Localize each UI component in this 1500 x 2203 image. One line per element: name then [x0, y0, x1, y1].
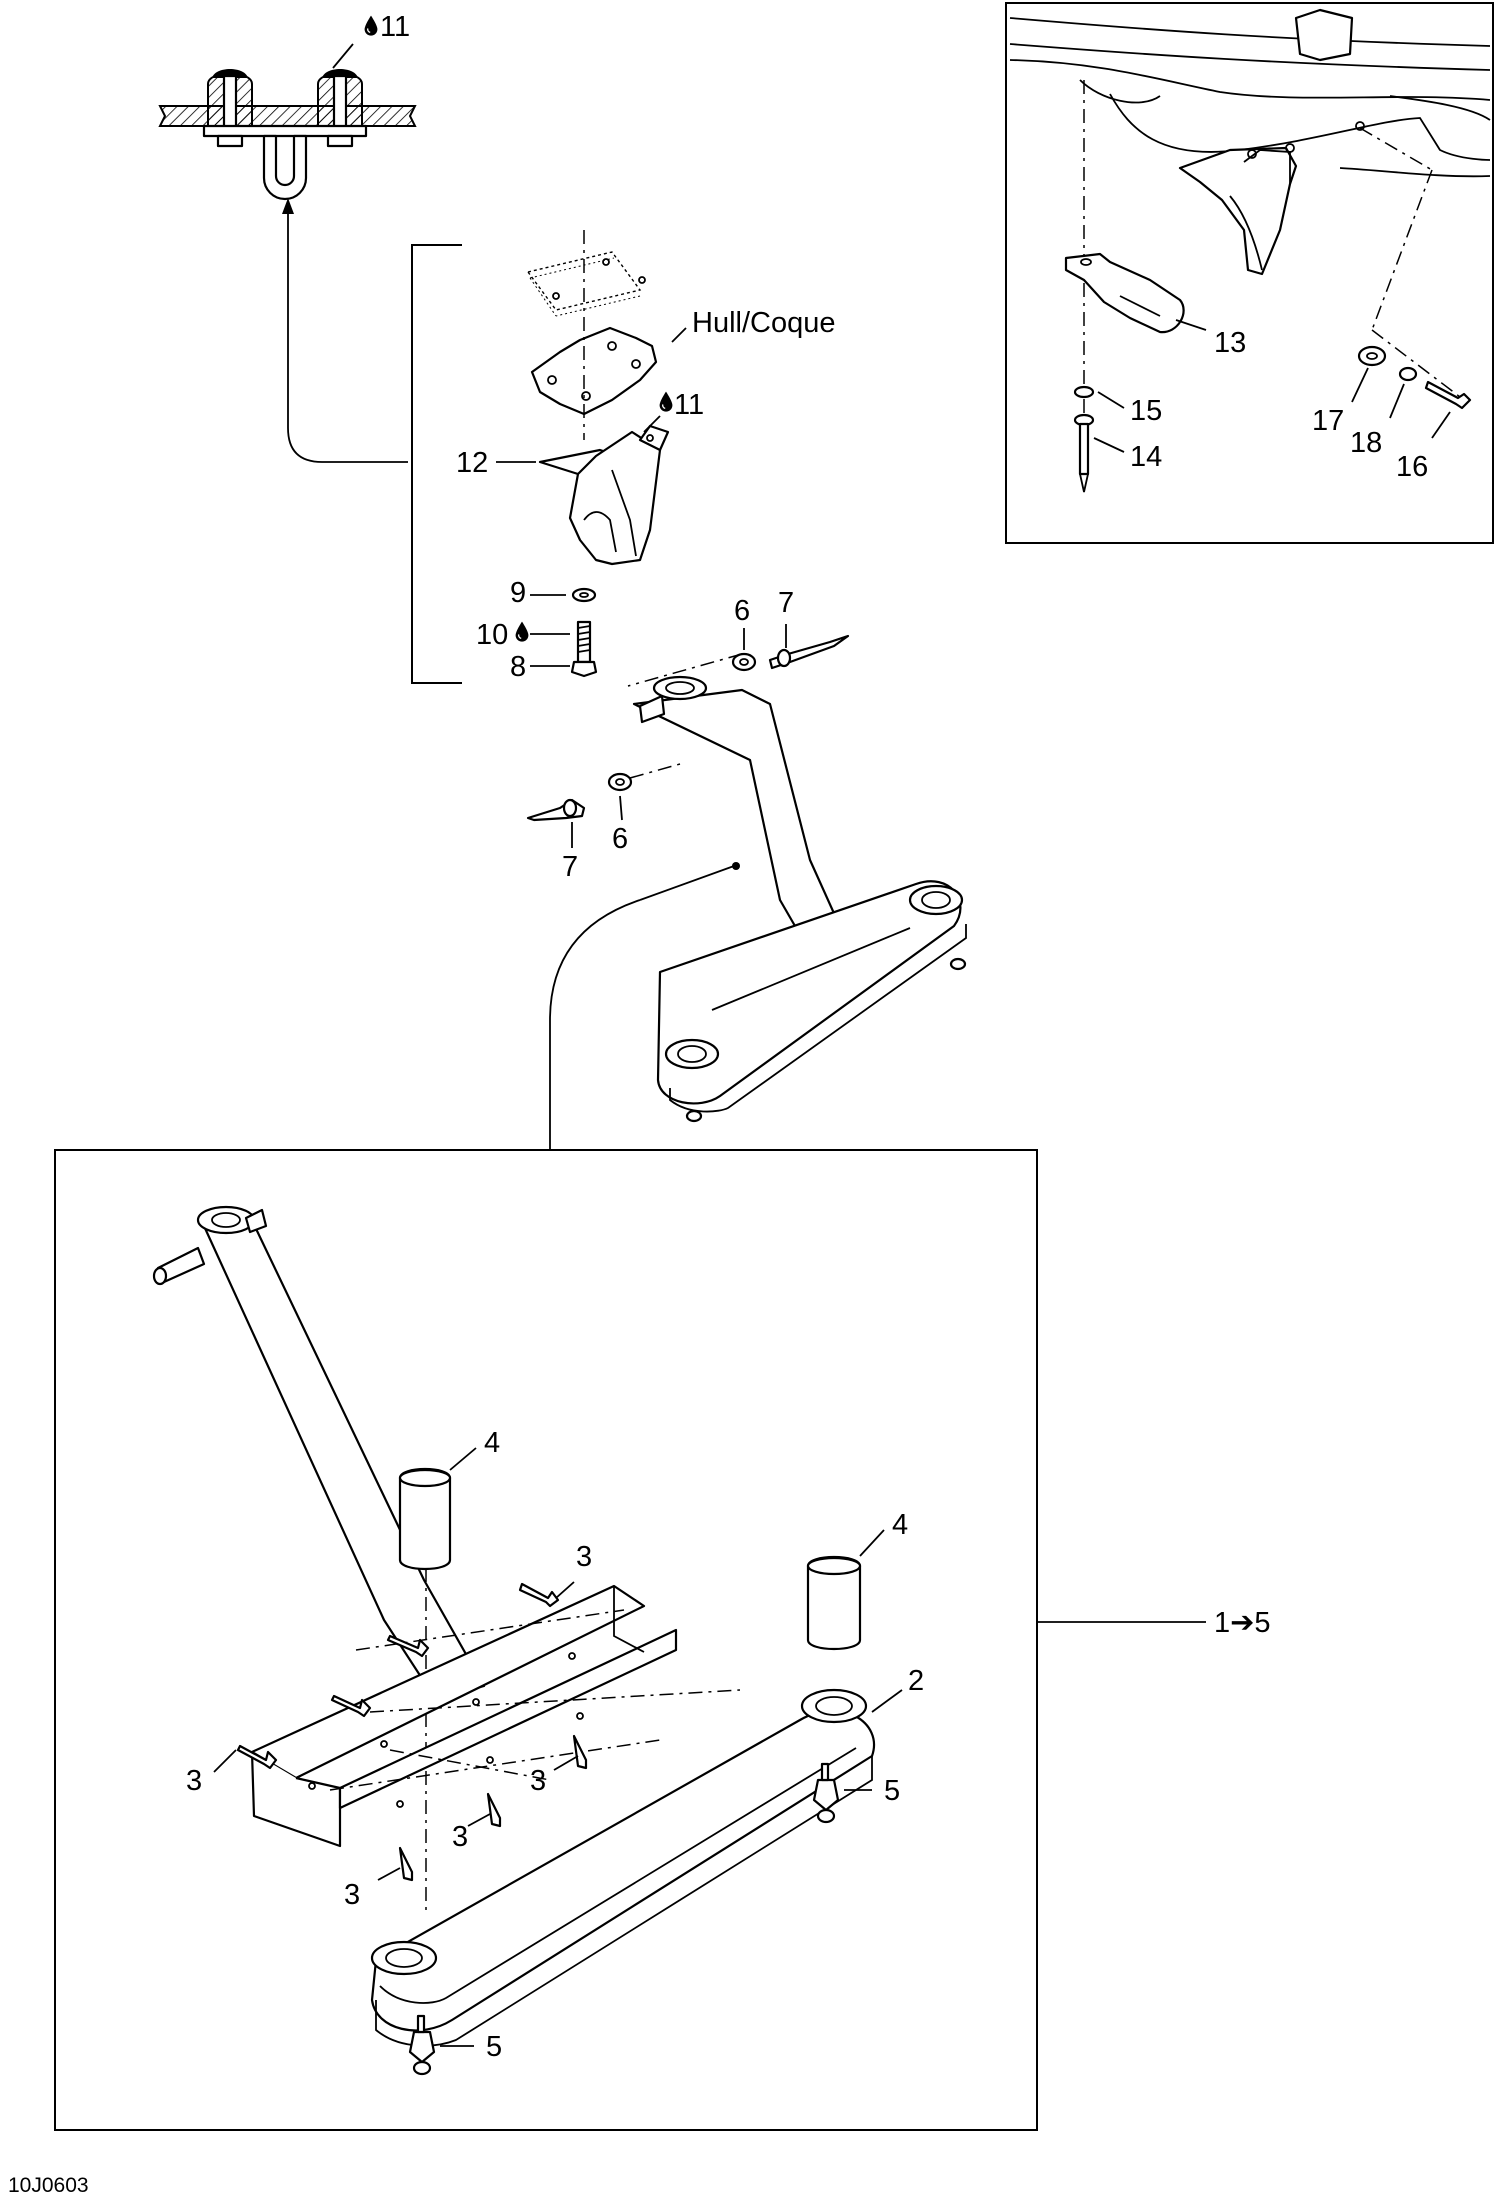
label-part-11-mid: 11	[674, 389, 704, 421]
label-part-9: 9	[510, 577, 526, 609]
sealant-drop-icon	[658, 390, 674, 413]
label-part-5-bottom: 5	[486, 2031, 502, 2063]
sealant-drop-icon	[363, 14, 379, 37]
label-part-11-top: 11	[380, 11, 410, 43]
part-12-bracket: 12 11	[456, 389, 704, 566]
hull-mount-assembly: Hull/Coque	[526, 230, 835, 440]
step-assembly-upper: 6 7 7 6	[526, 587, 967, 1150]
label-part-13: 13	[1214, 327, 1246, 359]
fastener-stack-8-10: 9 10 8	[476, 577, 598, 683]
label-part-7-bottom: 7	[562, 851, 578, 883]
label-part-8: 8	[510, 651, 526, 683]
label-part-3-b: 3	[186, 1765, 202, 1797]
label-part-18: 18	[1350, 427, 1382, 459]
label-part-4-right: 4	[892, 1509, 908, 1541]
label-part-17: 17	[1312, 405, 1344, 437]
step-exploded-frame: 4 4 2 3 3	[54, 1149, 1038, 2131]
figure-code: 10J0603	[8, 2174, 89, 2197]
label-part-3-d: 3	[452, 1821, 468, 1853]
label-part-6-top: 6	[734, 595, 750, 627]
label-part-14: 14	[1130, 441, 1162, 473]
label-part-10: 10	[476, 619, 508, 651]
group-bracket	[411, 244, 462, 684]
sealant-drop-icon	[514, 620, 530, 643]
hull-section-detail: 11	[158, 11, 417, 201]
label-part-5-right: 5	[884, 1775, 900, 1807]
label-part-15: 15	[1130, 395, 1162, 427]
label-part-16: 16	[1396, 451, 1428, 483]
label-part-4-left: 4	[484, 1427, 500, 1459]
label-part-3-e: 3	[344, 1879, 360, 1911]
detail-callout-arrow	[282, 198, 408, 463]
label-parts-1-5: 1➔5	[1214, 1607, 1271, 1639]
label-part-3-a: 3	[576, 1541, 592, 1573]
label-part-3-c: 3	[530, 1765, 546, 1797]
label-part-12: 12	[456, 447, 488, 479]
inset-detail-frame: 13 15 14 17 18 16	[1005, 2, 1494, 544]
label-part-7-top: 7	[778, 587, 794, 619]
label-hull: Hull/Coque	[692, 307, 835, 339]
label-part-2: 2	[908, 1665, 924, 1697]
label-part-6-bottom: 6	[612, 823, 628, 855]
